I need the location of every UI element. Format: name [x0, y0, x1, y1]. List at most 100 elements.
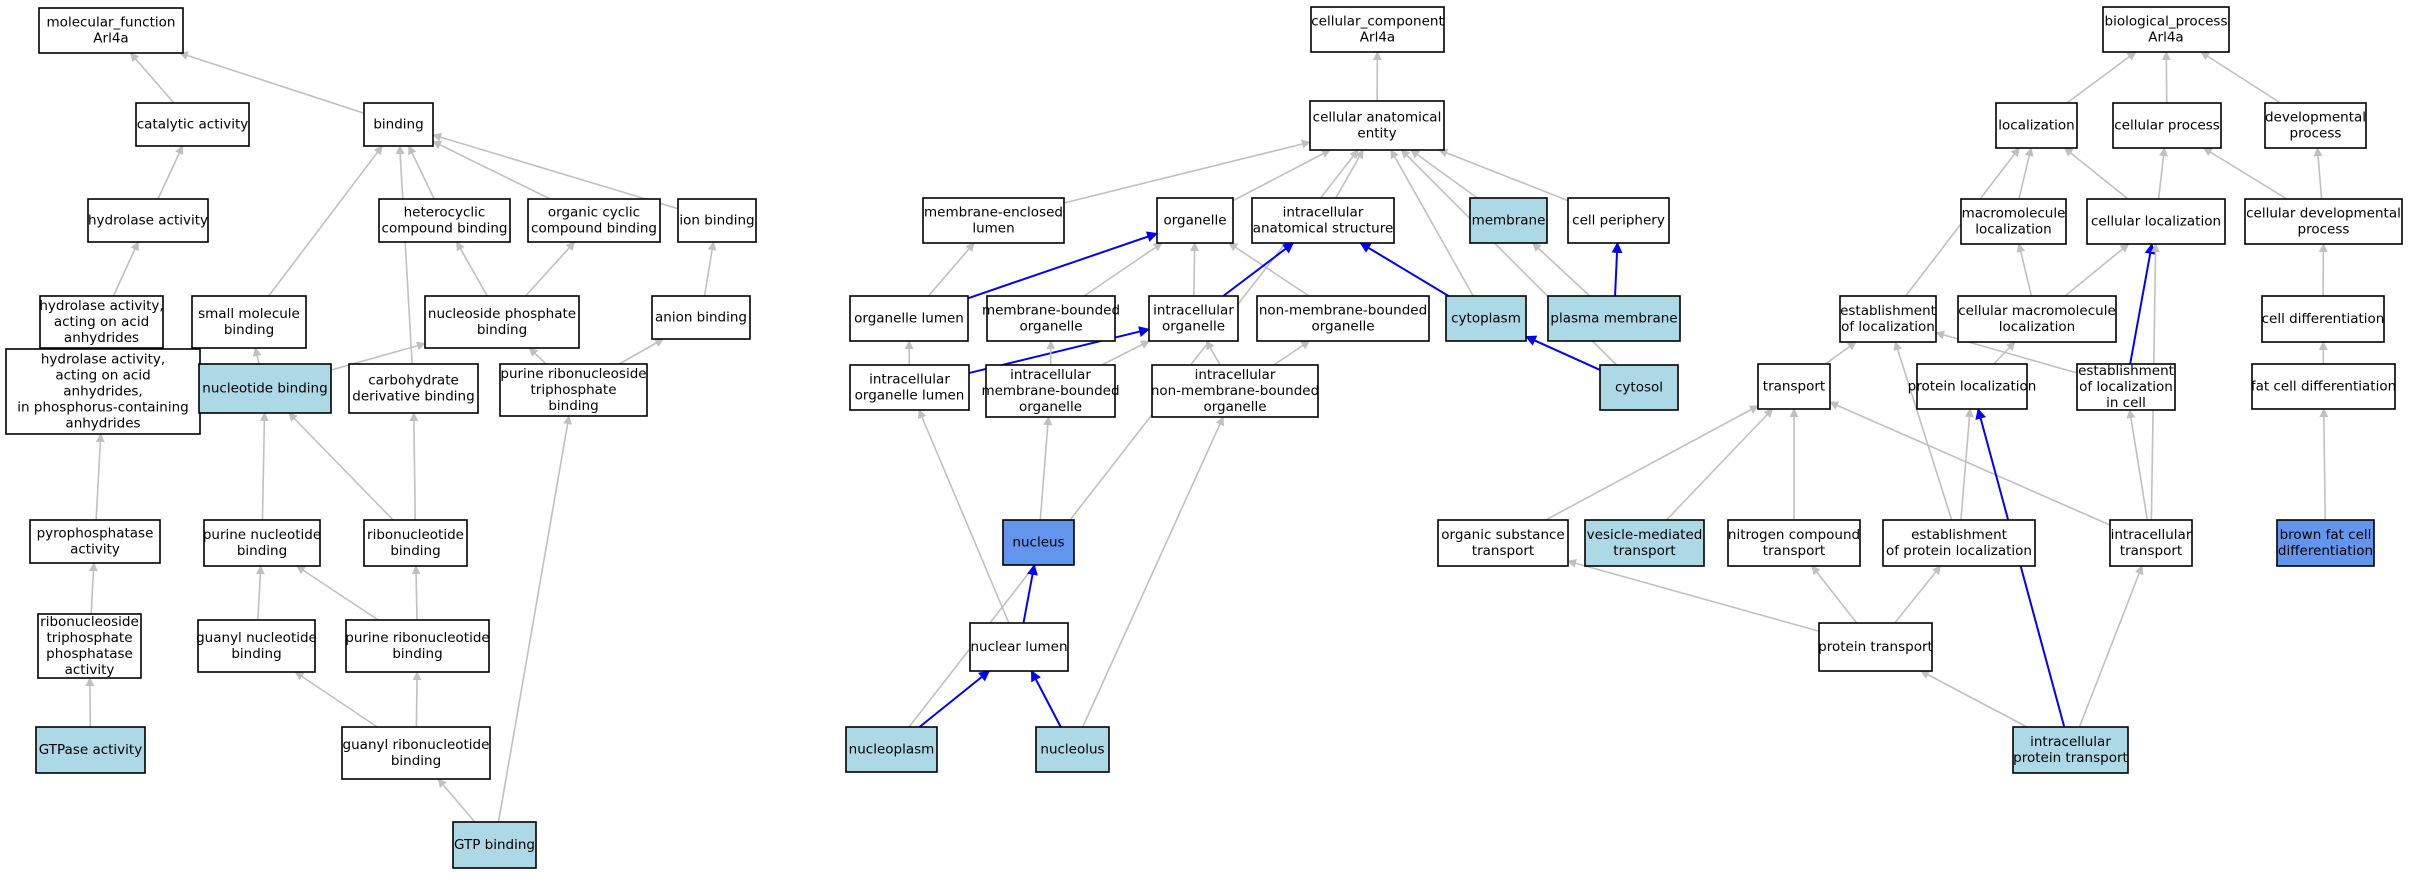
node-cellular_process[interactable]: cellular process — [2112, 102, 2222, 149]
node-nucleus[interactable]: nucleus — [1002, 519, 1075, 566]
node-label-line: intracellular — [1153, 303, 1234, 319]
node-label-line: lumen — [972, 221, 1014, 237]
edge-transport-to-establishment_loc — [1824, 341, 1857, 365]
node-membrane[interactable]: membrane — [1469, 197, 1548, 244]
node-box — [35, 726, 146, 774]
node-cytosol[interactable]: cytosol — [1599, 364, 1679, 411]
node-cell_periphery[interactable]: cell periphery — [1567, 197, 1670, 244]
node-organelle_lumen[interactable]: organelle lumen — [849, 295, 969, 342]
node-anion_binding[interactable]: anion binding — [651, 295, 751, 340]
node-fat_cell_diff[interactable]: fat cell differentiation — [2251, 363, 2396, 410]
edge-intra_anat-to-cae — [1335, 149, 1364, 199]
node-hydrolase_anh[interactable]: hydrolase activity,acting on acidanhydri… — [39, 295, 164, 349]
node-nucleolus[interactable]: nucleolus — [1035, 726, 1110, 773]
node-organelle[interactable]: organelle — [1156, 197, 1234, 244]
node-cellular_loc[interactable]: cellular localization — [2086, 198, 2226, 245]
node-nucleoplasm[interactable]: nucleoplasm — [845, 726, 938, 773]
node-label-line: cellular localization — [2091, 214, 2221, 230]
node-label-line: protein localization — [1908, 379, 2037, 395]
edge-brown_fat-to-fat_cell_diff — [2319, 408, 2329, 521]
node-plasma_membrane[interactable]: plasma membrane — [1547, 295, 1681, 342]
node-nuclear_lumen[interactable]: nuclear lumen — [969, 622, 1069, 672]
edge-organic_cyclic-to-binding — [432, 140, 551, 200]
node-catalytic[interactable]: catalytic activity — [135, 102, 250, 147]
node-box — [2012, 726, 2129, 774]
node-label-line: hydrolase activity — [88, 213, 208, 229]
node-label-line: small molecule — [198, 306, 300, 322]
node-label-line: entity — [1357, 126, 1396, 142]
node-gtpase[interactable]: GTPase activity — [35, 726, 146, 774]
node-label-line: in cell — [2106, 395, 2146, 411]
node-hydrolase_phos[interactable]: hydrolase activity,acting on acidanhydri… — [5, 348, 201, 435]
node-box — [1035, 726, 1110, 773]
node-box — [345, 619, 490, 673]
node-binding[interactable]: binding — [363, 102, 434, 147]
node-box — [1547, 295, 1681, 342]
node-cell_diff[interactable]: cell differentiation — [2261, 295, 2385, 343]
node-localization[interactable]: localization — [1995, 102, 2078, 149]
node-hydrolase[interactable]: hydrolase activity — [87, 198, 209, 243]
node-protein_loc[interactable]: protein localization — [1908, 363, 2037, 410]
node-box — [1469, 197, 1548, 244]
node-label-line: cellular process — [2114, 118, 2220, 134]
edge-cellular_loc-to-localization — [2063, 147, 2129, 200]
node-box — [1818, 622, 1933, 672]
node-gtp_binding[interactable]: GTP binding — [452, 821, 537, 869]
node-label-line: brown fat cell — [2280, 527, 2372, 543]
node-ion_binding[interactable]: ion binding — [677, 198, 757, 243]
edge-heterocyclic-to-binding — [408, 145, 435, 200]
node-label-line: binding — [392, 646, 442, 662]
node-box — [677, 198, 757, 243]
edge-guanyl_nucleotide-to-purine_nucleotide — [255, 565, 265, 621]
edge-developmental-to-bp_root — [2200, 51, 2281, 104]
node-label-line: ribonucleoside — [40, 614, 139, 630]
node-nucleotide_binding[interactable]: nucleotide binding — [198, 363, 332, 414]
node-label-line: fat cell differentiation — [2251, 379, 2396, 395]
node-transport[interactable]: transport — [1757, 363, 1831, 410]
edge-cellular_macro_loc-to-cellular_loc — [2064, 243, 2130, 297]
edge-intracellular_protein_transport-to-intracellular_transport — [2078, 565, 2144, 728]
edge-cytosol-to-cytoplasm — [1524, 335, 1601, 371]
node-cytoplasm[interactable]: cytoplasm — [1445, 295, 1527, 342]
node-intra_nmb_organelle[interactable]: intracellularnon-membrane-boundedorganel… — [1151, 364, 1319, 418]
node-ribonucleoside_tpase[interactable]: ribonucleosidetriphosphatephosphataseact… — [37, 613, 142, 679]
edge-protein_transport-to-nitrogen_compound — [1811, 565, 1858, 624]
node-protein_transport[interactable]: protein transport — [1818, 622, 1933, 672]
